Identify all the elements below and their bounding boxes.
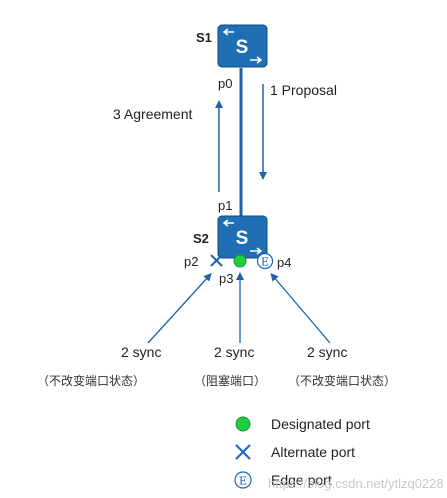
edge-glyph: E — [239, 475, 247, 488]
port-label-p0: p0 — [218, 76, 233, 91]
switch-glyph: S — [236, 37, 249, 58]
sync-note-left: （不改变端口状态） — [37, 374, 146, 388]
sync-arrow-right — [270, 272, 331, 344]
legend-designated-icon — [235, 416, 251, 432]
alternate-port-icon — [210, 254, 223, 267]
sync-label-left: 2 sync — [121, 344, 162, 360]
switch-name-s1: S1 — [196, 30, 212, 45]
sync-label-middle: 2 sync — [214, 344, 255, 360]
switch-name-s2: S2 — [193, 231, 209, 246]
port-label-p2: p2 — [184, 254, 199, 269]
switch-s2-icon: S — [217, 215, 268, 259]
port-label-p3: p3 — [219, 271, 234, 286]
switch-s1-icon: S — [217, 24, 268, 68]
sync-arrow-left — [147, 273, 212, 344]
agreement-label: 3 Agreement — [113, 106, 193, 122]
watermark: https://blog.csdn.net/ytlzq0228 — [268, 476, 444, 491]
legend-edge-icon: E — [234, 471, 252, 489]
port-label-p1: p1 — [218, 198, 233, 213]
legend-label: Edge port — [271, 472, 332, 488]
port-label-p4: p4 — [277, 255, 292, 270]
designated-port-icon — [233, 254, 247, 268]
legend-label: Alternate port — [271, 444, 356, 460]
legend-label: Designated port — [271, 416, 370, 432]
switch-glyph: S — [236, 228, 249, 249]
legend-alternate-icon — [235, 444, 251, 460]
sync-note-middle: （阻塞端口） — [194, 374, 267, 388]
proposal-label: 1 Proposal — [270, 82, 337, 98]
sync-note-right: （不改变端口状态） — [288, 374, 397, 388]
edge-glyph: E — [261, 256, 269, 269]
edge-port-icon: E — [256, 252, 274, 270]
sync-label-right: 2 sync — [307, 344, 348, 360]
